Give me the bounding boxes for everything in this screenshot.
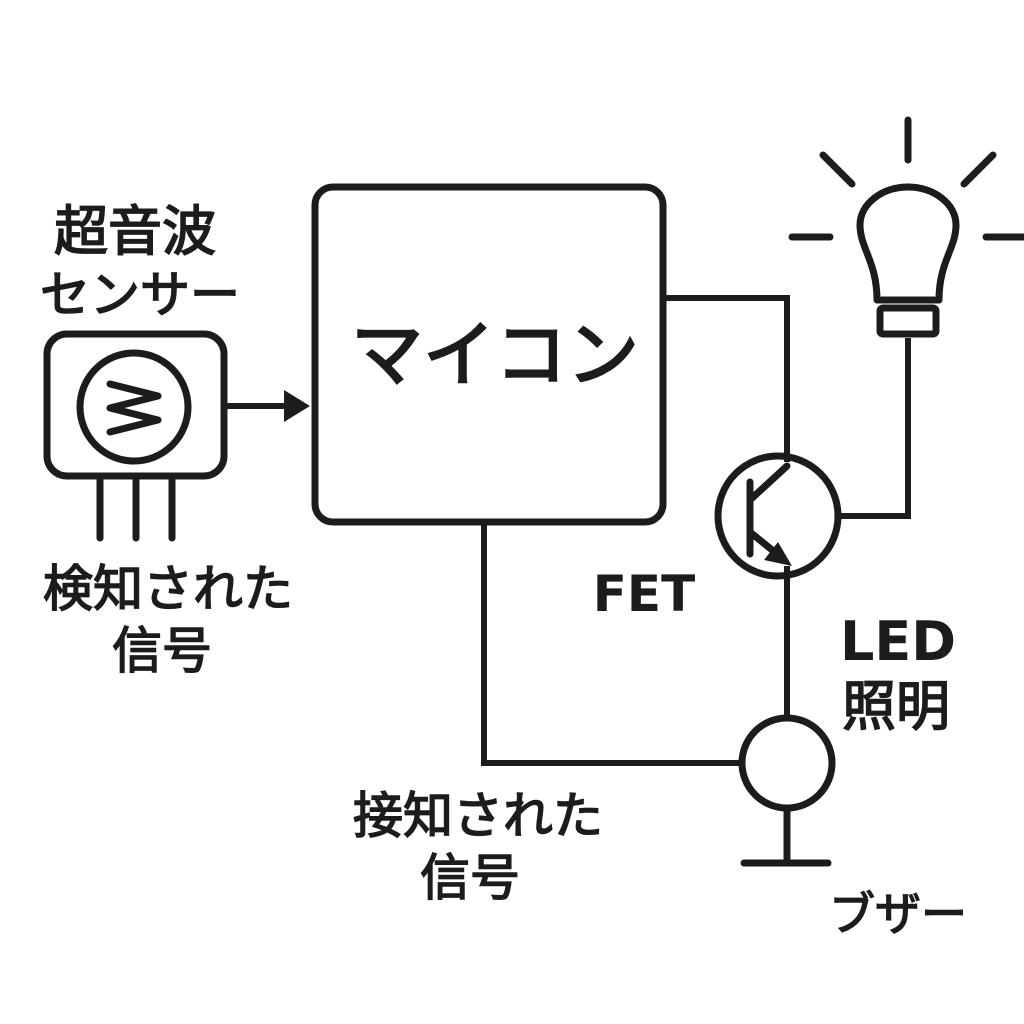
led-label-line1: LED [840, 610, 956, 673]
sensor-to-mcu-arrow [226, 390, 310, 422]
fet-label: FET [593, 565, 695, 623]
mcu-to-fet-wire [663, 295, 790, 462]
detected-signal-label-line1: 検知された [43, 560, 293, 618]
sensor-label-line2: センサー [40, 266, 240, 324]
fet-to-bulb-wire [838, 338, 911, 519]
buzzer-label: ブザー [829, 887, 967, 941]
led-label-line2: 照明 [842, 675, 950, 738]
detected-signal-label-line2: 信号 [112, 622, 212, 680]
light-bulb-icon [788, 116, 1024, 338]
contact-signal-label-line2: 信号 [420, 849, 520, 907]
mcu-block [311, 183, 667, 526]
transistor-icon [714, 452, 842, 580]
contact-signal-label-line1: 接知された [353, 787, 603, 845]
sensor-label-line1: 超音波 [54, 200, 216, 263]
ultrasonic-sensor-icon [43, 330, 228, 542]
buzzer-icon [738, 714, 836, 867]
mcu-label: マイコン [351, 313, 639, 397]
mcu-to-buzzer-wire [481, 522, 742, 766]
